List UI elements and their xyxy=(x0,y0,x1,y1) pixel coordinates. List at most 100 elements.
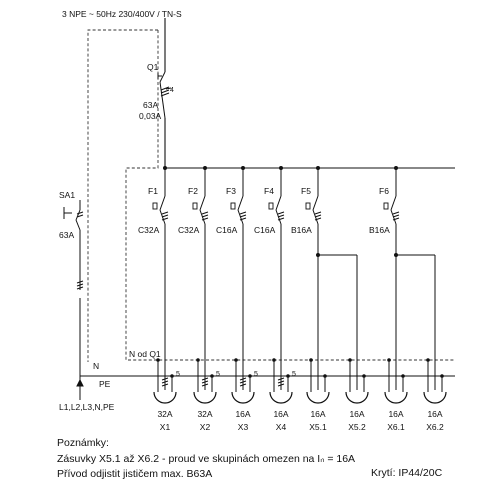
breaker-rating: C32A xyxy=(138,225,160,235)
dashed-routing xyxy=(87,29,455,362)
circuits: F1C32AF2C32AF3C16AF4C16AF5B16AF6B16A532A… xyxy=(138,166,447,432)
breaker-rating: C32A xyxy=(178,225,200,235)
breaker-f2 xyxy=(192,166,209,225)
socket-poles: 5 xyxy=(176,371,180,378)
main-switch-name: Q1 xyxy=(147,62,159,72)
socket-x1 xyxy=(153,358,177,404)
conductors-label: L1,L2,L3,N,PE xyxy=(59,402,115,412)
breaker-rating: B16A xyxy=(369,225,390,235)
pole-tick xyxy=(161,383,169,387)
breaker-trip-icon xyxy=(192,202,198,210)
breaker-rating: B16A xyxy=(291,225,312,235)
pole-tick xyxy=(277,217,285,221)
pole-tick xyxy=(201,380,209,384)
surge-switch-name: SA1 xyxy=(59,190,75,200)
socket-icon xyxy=(306,391,330,404)
breaker-f1 xyxy=(152,166,169,225)
socket-rating: 16A xyxy=(273,409,288,419)
socket-x5-2 xyxy=(345,358,369,404)
socket-icon xyxy=(193,391,217,404)
pole-tick xyxy=(201,383,209,387)
breaker-contact xyxy=(390,195,397,211)
socket-icon xyxy=(384,391,408,404)
main-switch-sensitivity: 0,03A xyxy=(139,111,162,121)
breaker-f6 xyxy=(383,166,400,225)
socket-x2 xyxy=(193,358,217,404)
pole-tick xyxy=(277,380,285,384)
breaker-rating: C16A xyxy=(216,225,238,235)
surge-switch-symbol xyxy=(63,200,84,380)
pe-label: PE xyxy=(99,379,111,389)
pole-tick xyxy=(239,214,247,218)
pole-tick xyxy=(201,217,209,221)
pole-tick xyxy=(239,383,247,387)
pole-tick xyxy=(277,383,285,387)
pole-tick xyxy=(392,214,400,218)
wire-junction xyxy=(394,253,398,257)
pole-tick xyxy=(161,214,169,218)
pole-tick xyxy=(239,377,247,381)
breaker-trip-icon xyxy=(383,202,389,210)
breaker-trip-icon xyxy=(305,202,311,210)
protection-rating: Krytí: IP44/20C xyxy=(371,467,443,479)
socket-rating: 16A xyxy=(349,409,364,419)
main-switch-symbol xyxy=(157,71,172,119)
notes-heading: Poznámky: xyxy=(57,437,109,449)
breaker-name: F2 xyxy=(188,186,198,196)
pole-tick xyxy=(161,211,169,215)
socket-rating: 32A xyxy=(197,409,212,419)
pole-tick xyxy=(314,217,322,221)
socket-icon xyxy=(345,391,369,404)
pole-tick xyxy=(201,211,209,215)
breaker-f4 xyxy=(268,166,285,225)
pole-tick xyxy=(314,211,322,215)
breaker-name: F1 xyxy=(148,186,158,196)
pole-tick xyxy=(201,214,209,218)
breaker-trip-icon xyxy=(152,202,158,210)
n-od-q1-label: N od Q1 xyxy=(129,349,161,359)
notes-line-1: Zásuvky X5.1 až X6.2 - proud ve skupinác… xyxy=(57,452,356,465)
pole-tick xyxy=(392,211,400,215)
pole-tick xyxy=(161,217,169,221)
pe-bus xyxy=(76,370,455,400)
breaker-name: F5 xyxy=(301,186,311,196)
socket-rating: 16A xyxy=(427,409,442,419)
socket-rating: 32A xyxy=(157,409,172,419)
notes-line-2: Přívod odjistit jističem max. B63A xyxy=(57,468,213,480)
breaker-name: F3 xyxy=(226,186,236,196)
socket-name: X2 xyxy=(200,422,211,432)
pole-tick xyxy=(161,377,169,381)
socket-icon xyxy=(269,391,293,404)
pole-tick xyxy=(239,217,247,221)
notes-block: Poznámky: Zásuvky X5.1 až X6.2 - proud v… xyxy=(57,436,355,483)
breaker-contact xyxy=(237,195,244,211)
socket-name: X6.2 xyxy=(426,422,444,432)
breaker-name: F6 xyxy=(379,186,389,196)
socket-x6-2 xyxy=(423,358,447,404)
socket-rating: 16A xyxy=(235,409,250,419)
socket-name: X3 xyxy=(238,422,249,432)
socket-x4 xyxy=(269,358,293,404)
socket-poles: 5 xyxy=(292,371,296,378)
socket-name: X1 xyxy=(160,422,171,432)
socket-name: X5.1 xyxy=(309,422,327,432)
pole-tick xyxy=(314,214,322,218)
breaker-trip-icon xyxy=(230,202,236,210)
main-switch-rating: 63A xyxy=(143,100,158,110)
socket-rating: 16A xyxy=(310,409,325,419)
pole-tick xyxy=(277,214,285,218)
breaker-trip-icon xyxy=(268,202,274,210)
pole-tick xyxy=(392,217,400,221)
wire-junction xyxy=(316,253,320,257)
socket-poles: 5 xyxy=(254,371,258,378)
socket-rating: 16A xyxy=(388,409,403,419)
socket-icon xyxy=(153,391,177,404)
socket-x5-1 xyxy=(306,358,330,404)
surge-switch-rating: 63A xyxy=(59,230,74,240)
socket-poles: 5 xyxy=(216,371,220,378)
breaker-name: F4 xyxy=(264,186,274,196)
breaker-f3 xyxy=(230,166,247,225)
breaker-contact xyxy=(275,195,282,211)
socket-name: X5.2 xyxy=(348,422,366,432)
